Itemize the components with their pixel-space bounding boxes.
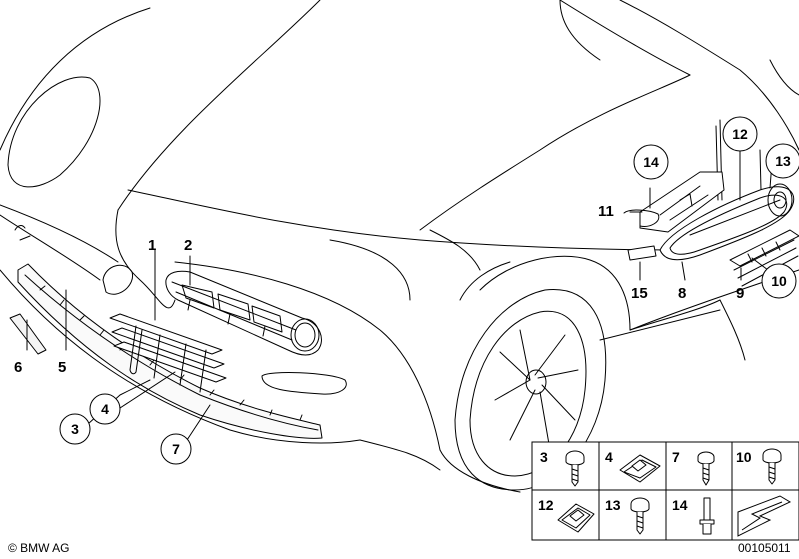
callout-9: 9 <box>736 285 744 302</box>
legend-label-13: 13 <box>605 497 621 513</box>
callout-1: 1 <box>148 237 156 254</box>
diagram-code: 00105011 <box>738 541 791 555</box>
legend-label-4: 4 <box>605 449 613 465</box>
screw-10-icon <box>762 448 782 485</box>
callout-5: 5 <box>58 359 66 376</box>
side-assembly-parts <box>623 119 799 287</box>
legend-label-3: 3 <box>540 449 548 465</box>
callout-8: 8 <box>678 285 686 302</box>
clip-nut-4-icon <box>619 454 661 483</box>
part-2-grille-insert <box>165 270 322 356</box>
legend-label-7: 7 <box>672 449 680 465</box>
callout-15: 15 <box>631 285 648 302</box>
callout-6: 6 <box>14 359 22 376</box>
part-1-grille-slats <box>109 313 227 393</box>
clip-nut-12-icon <box>557 503 595 533</box>
copyright-label: © BMW AG <box>8 541 70 555</box>
callout-leader-lines <box>26 139 773 441</box>
callout-14: 14 <box>643 154 659 170</box>
fastener-legend-table: 3 4 7 10 12 13 14 <box>531 441 799 541</box>
rivet-14-icon <box>699 497 715 535</box>
callout-11: 11 <box>598 203 614 220</box>
screw-13-icon <box>630 497 650 535</box>
callout-labels: 1 2 3 4 5 6 7 8 9 10 11 12 13 14 15 <box>14 116 799 465</box>
legend-label-12: 12 <box>538 497 554 513</box>
callout-3: 3 <box>71 421 79 437</box>
callout-4: 4 <box>101 401 109 417</box>
callout-13: 13 <box>775 153 791 169</box>
callout-7: 7 <box>172 441 180 457</box>
legend-label-10: 10 <box>736 449 752 465</box>
legend-label-14: 14 <box>672 497 688 513</box>
screw-3-icon <box>565 450 585 487</box>
direction-arrow-icon <box>737 495 792 537</box>
callout-10: 10 <box>771 273 787 289</box>
screw-7-icon <box>697 451 715 486</box>
part-6-trim-strip <box>9 313 47 355</box>
car-body-outline <box>0 0 799 493</box>
callout-12: 12 <box>732 126 748 142</box>
callout-2: 2 <box>184 237 192 254</box>
